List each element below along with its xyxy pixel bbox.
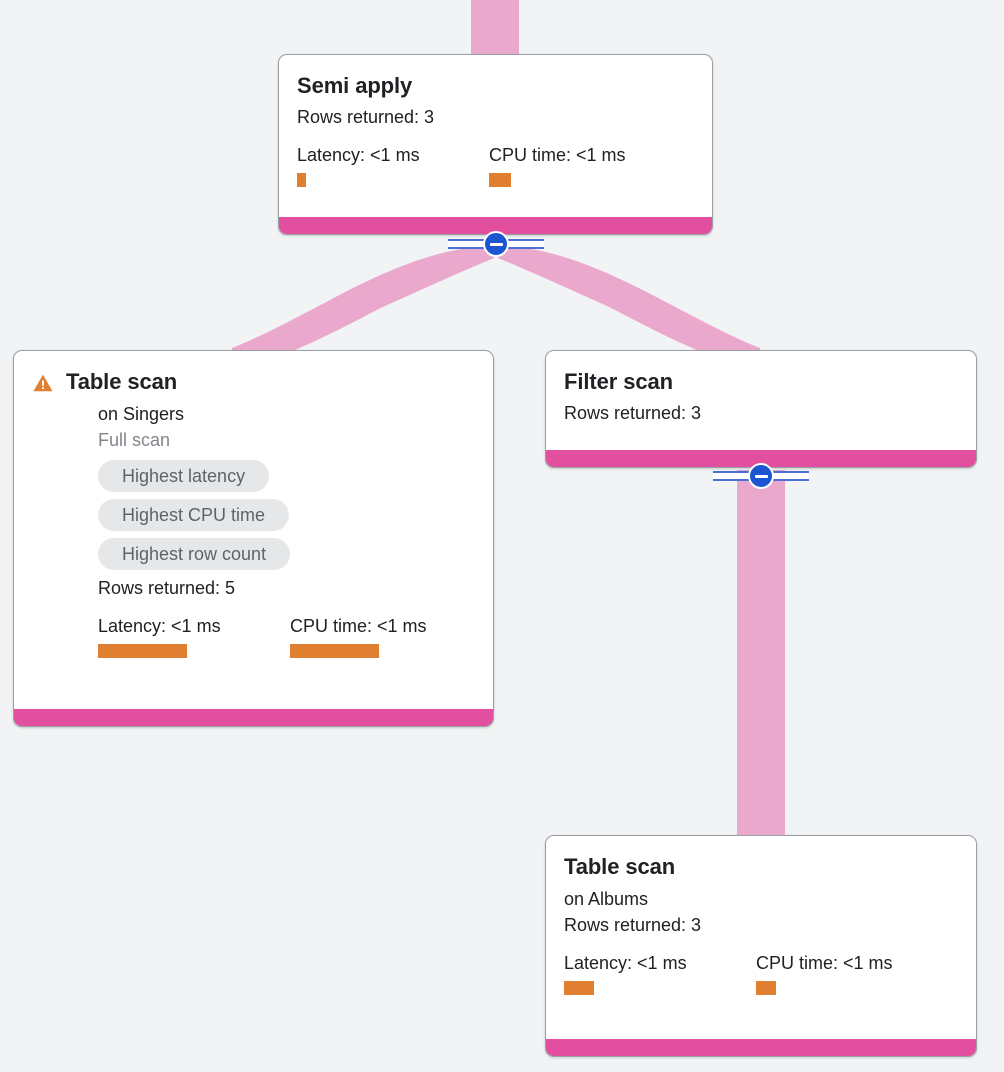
metric-latency-bar bbox=[297, 173, 306, 187]
node-accent-bar bbox=[14, 709, 493, 726]
metric-latency: Latency: <1 ms bbox=[98, 615, 290, 658]
node-semi-apply[interactable]: Semi apply Rows returned: 3 Latency: <1 … bbox=[278, 54, 713, 235]
metric-cpu-time: CPU time: <1 ms bbox=[756, 952, 893, 995]
node-title: Table scan bbox=[564, 854, 676, 879]
node-semi-apply-header: Semi apply bbox=[297, 72, 694, 99]
chip-highest-cpu-time[interactable]: Highest CPU time bbox=[98, 499, 290, 531]
metric-cpu-time-bar bbox=[756, 981, 776, 995]
node-accent-bar bbox=[546, 450, 976, 467]
node-filter-scan-header: Filter scan bbox=[564, 368, 958, 395]
toggle-rail-left bbox=[448, 239, 484, 249]
metric-latency: Latency: <1 ms bbox=[564, 952, 756, 995]
minus-glyph bbox=[489, 242, 503, 246]
node-filter-scan-body: Filter scan Rows returned: 3 bbox=[546, 351, 976, 440]
node-scan-type: Full scan bbox=[98, 430, 171, 450]
edge-semi-apply-to-filter-scan-fill bbox=[494, 246, 760, 352]
rows-returned-label: Rows returned: 3 bbox=[564, 915, 702, 935]
metric-cpu-time: CPU time: <1 ms bbox=[489, 144, 626, 187]
edge-filter-scan-to-table-scan-albums bbox=[737, 470, 785, 840]
collapse-minus-icon[interactable] bbox=[748, 463, 774, 489]
metric-latency: Latency: <1 ms bbox=[297, 144, 489, 187]
toggle-rail-right bbox=[773, 471, 809, 481]
metric-cpu-time-bar bbox=[489, 173, 511, 187]
node-title: Table scan bbox=[66, 369, 178, 394]
edge-semi-apply-to-filter-scan bbox=[498, 246, 760, 352]
node-table-scan-singers[interactable]: Table scan on Singers Full scan Highest … bbox=[13, 350, 494, 727]
minus-glyph bbox=[754, 474, 768, 478]
metric-cpu-time-label: CPU time: <1 ms bbox=[290, 616, 427, 636]
edge-semi-apply-to-table-scan-singers-fill bbox=[232, 246, 498, 352]
node-table-scan-albums[interactable]: Table scan on Albums Rows returned: 3 La… bbox=[545, 835, 977, 1057]
edge-semi-apply-to-table-scan-singers bbox=[232, 246, 494, 352]
node-accent-bar bbox=[546, 1039, 976, 1056]
node-table-scan-singers-content: on Singers Full scan Highest latency Hig… bbox=[32, 401, 475, 658]
collapse-minus-icon[interactable] bbox=[483, 231, 509, 257]
toggle-rail-right bbox=[508, 239, 544, 249]
metric-cpu-time: CPU time: <1 ms bbox=[290, 615, 427, 658]
chip-highest-row-count[interactable]: Highest row count bbox=[98, 538, 291, 570]
rows-returned-label: Rows returned: 5 bbox=[98, 578, 236, 598]
node-title: Semi apply bbox=[297, 73, 413, 98]
rows-returned-label: Rows returned: 3 bbox=[564, 403, 702, 423]
node-table-scan-singers-body: Table scan on Singers Full scan Highest … bbox=[14, 351, 493, 672]
metric-cpu-time-label: CPU time: <1 ms bbox=[489, 145, 626, 165]
node-title: Filter scan bbox=[564, 369, 673, 394]
warning-triangle-icon bbox=[32, 372, 54, 394]
metrics-row: Latency: <1 ms CPU time: <1 ms bbox=[98, 615, 475, 658]
node-filter-scan[interactable]: Filter scan Rows returned: 3 bbox=[545, 350, 977, 468]
collapse-toggle-filter-scan[interactable] bbox=[713, 462, 809, 490]
node-chip-list: Highest latency Highest CPU time Highest… bbox=[98, 460, 475, 570]
chip-highest-latency[interactable]: Highest latency bbox=[98, 460, 270, 492]
metric-latency-label: Latency: <1 ms bbox=[297, 145, 420, 165]
metric-latency-label: Latency: <1 ms bbox=[564, 953, 687, 973]
edge-root-to-semi-apply bbox=[471, 0, 519, 56]
node-subtitle: on Singers bbox=[98, 404, 185, 424]
node-table-scan-albums-body: Table scan on Albums Rows returned: 3 La… bbox=[546, 836, 976, 1009]
node-table-scan-albums-header: Table scan bbox=[564, 853, 958, 880]
toggle-rail-left bbox=[713, 471, 749, 481]
node-subtitle: on Albums bbox=[564, 889, 649, 909]
metrics-row: Latency: <1 ms CPU time: <1 ms bbox=[297, 144, 694, 187]
metric-latency-bar bbox=[98, 644, 187, 658]
node-accent-bar bbox=[279, 217, 712, 234]
metric-cpu-time-label: CPU time: <1 ms bbox=[756, 953, 893, 973]
metric-latency-label: Latency: <1 ms bbox=[98, 616, 221, 636]
metrics-row: Latency: <1 ms CPU time: <1 ms bbox=[564, 952, 958, 995]
metric-cpu-time-bar bbox=[290, 644, 379, 658]
node-table-scan-singers-header: Table scan bbox=[32, 368, 475, 395]
metric-latency-bar bbox=[564, 981, 594, 995]
collapse-toggle-semi-apply[interactable] bbox=[448, 230, 544, 258]
rows-returned-label: Rows returned: 3 bbox=[297, 107, 435, 127]
node-semi-apply-body: Semi apply Rows returned: 3 Latency: <1 … bbox=[279, 55, 712, 201]
